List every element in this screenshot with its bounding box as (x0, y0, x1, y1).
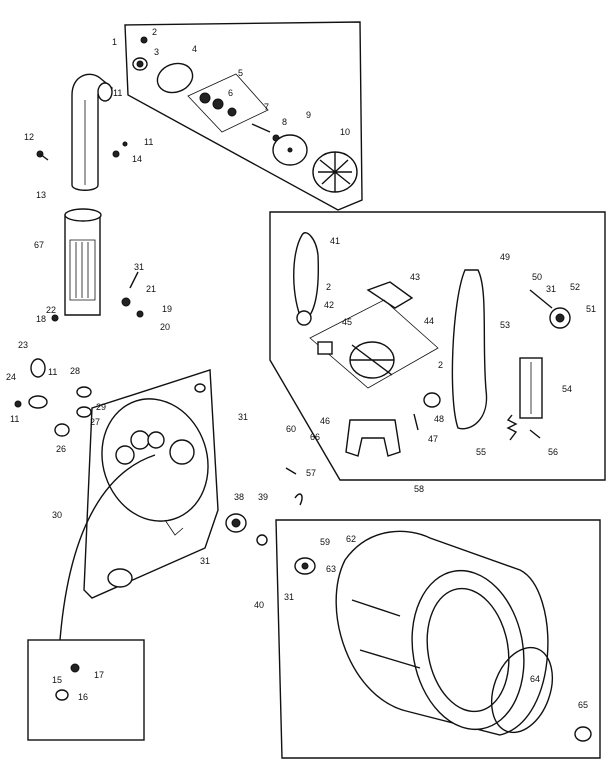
label-18: 18 (36, 314, 46, 324)
label-57: 57 (306, 468, 316, 478)
label-62: 62 (346, 534, 356, 544)
label-28: 28 (70, 366, 80, 376)
label-5: 5 (238, 68, 243, 78)
label-13: 13 (36, 190, 46, 200)
label-31c: 31 (200, 556, 210, 566)
label-64: 64 (530, 674, 540, 684)
label-44: 44 (424, 316, 434, 326)
label-51: 51 (586, 304, 596, 314)
inset-detail-box (27, 639, 145, 741)
label-23: 23 (18, 340, 28, 350)
label-2b: 2 (326, 282, 331, 292)
label-46: 46 (320, 416, 330, 426)
label-67: 67 (34, 240, 44, 250)
label-11d: 11 (10, 414, 19, 424)
label-66: 66 (310, 432, 320, 442)
label-16: 16 (78, 692, 88, 702)
label-56: 56 (548, 447, 558, 457)
label-53: 53 (500, 320, 510, 330)
label-40: 40 (254, 600, 264, 610)
label-27: 27 (90, 417, 100, 427)
label-2c: 2 (438, 360, 443, 370)
label-41: 41 (330, 236, 340, 246)
label-31e: 31 (284, 592, 294, 602)
part-labels: 2 1 3 4 5 6 7 8 9 10 11 12 13 14 11 67 3… (6, 27, 596, 710)
label-11b: 11 (144, 137, 153, 147)
label-58: 58 (414, 484, 424, 494)
label-60: 60 (286, 424, 296, 434)
lint-trap-duct (51, 208, 144, 322)
label-11c: 11 (48, 367, 57, 377)
label-20: 20 (160, 322, 170, 332)
label-47: 47 (428, 434, 438, 444)
label-42: 42 (324, 300, 334, 310)
label-29: 29 (96, 402, 106, 412)
label-19: 19 (162, 304, 172, 314)
label-31b: 31 (238, 412, 248, 422)
label-59: 59 (320, 537, 330, 547)
label-22: 22 (46, 305, 56, 315)
blower-assembly-panel (124, 21, 363, 211)
label-9: 9 (306, 110, 311, 120)
label-1: 1 (112, 37, 117, 47)
label-55: 55 (476, 447, 486, 457)
label-45: 45 (342, 317, 352, 327)
label-12: 12 (24, 132, 34, 142)
label-30: 30 (52, 510, 62, 520)
label-48: 48 (434, 414, 444, 424)
drum-assembly-box (275, 519, 601, 759)
label-4: 4 (192, 44, 197, 54)
label-3: 3 (154, 47, 159, 57)
label-54: 54 (562, 384, 572, 394)
thermostat-cluster (14, 358, 92, 437)
label-50: 50 (532, 272, 542, 282)
label-15: 15 (52, 675, 62, 685)
label-31a: 31 (134, 262, 144, 272)
label-2: 2 (152, 27, 157, 37)
label-10: 10 (340, 127, 350, 137)
bearing-parts (225, 467, 303, 546)
label-14: 14 (132, 154, 142, 164)
label-11: 11 (113, 88, 122, 98)
exhaust-duct (36, 73, 128, 191)
motor-drive-frame (269, 211, 606, 481)
label-21: 21 (146, 284, 156, 294)
rear-bulkhead (59, 369, 219, 641)
label-52: 52 (570, 282, 580, 292)
label-24: 24 (6, 372, 16, 382)
label-26: 26 (56, 444, 66, 454)
label-8: 8 (282, 117, 287, 127)
label-38: 38 (234, 492, 244, 502)
label-7: 7 (264, 102, 269, 112)
label-39: 39 (258, 492, 268, 502)
label-43: 43 (410, 272, 420, 282)
label-6: 6 (228, 88, 233, 98)
label-49: 49 (500, 252, 510, 262)
label-31d: 31 (546, 284, 556, 294)
label-65: 65 (578, 700, 588, 710)
label-63: 63 (326, 564, 336, 574)
label-17: 17 (94, 670, 104, 680)
